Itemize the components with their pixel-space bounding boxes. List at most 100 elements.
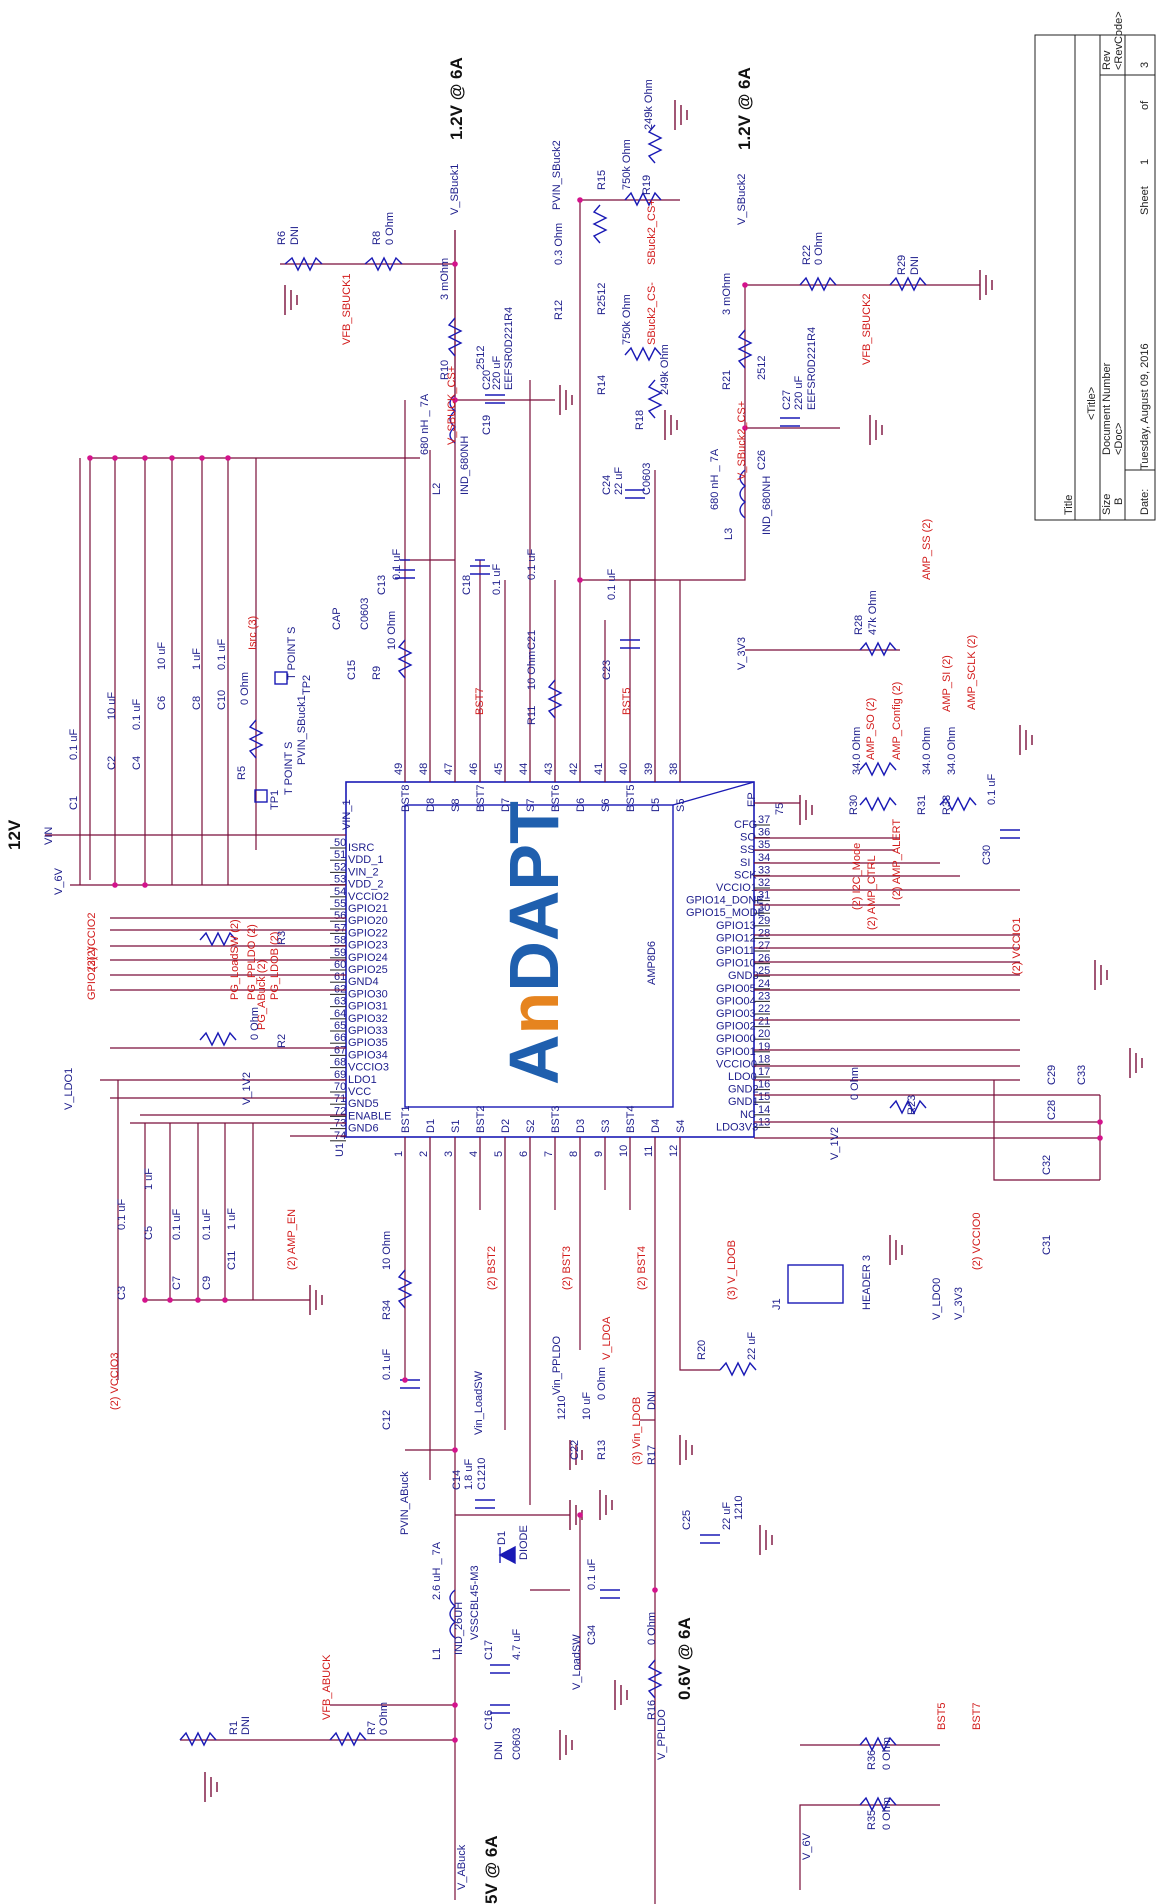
val-r9: 10 Ohm [386,611,398,650]
label-i2c-mode: (2) I2C_Mode [851,843,863,910]
tb-size-label: Size [1101,494,1113,515]
label-vin: VIN [43,827,55,845]
val-c20: 220 uF [491,355,503,390]
ic-pin-name: GPIO11 [716,945,755,957]
val-r5: 0 Ohm [239,672,251,705]
ic-pin-number: 47 [443,763,455,775]
ref-r16: R16 [646,1700,658,1720]
ref-c23: C23 [601,660,613,680]
ref-tp2: TP2 [301,675,313,695]
ic-pin-name: GPIO34 [348,1049,388,1061]
val-l1: 2.6 uH _ 7A [431,1541,443,1600]
ic-pin-number: 8 [568,1151,580,1157]
ref-r36: R36 [866,1750,878,1770]
part-c16: C0603 [511,1728,523,1760]
label-v-ldo1: V_LDO1 [63,1068,75,1110]
ref-c4: C4 [131,756,143,770]
ref-c3: C3 [116,1286,128,1300]
ref-l2: L2 [431,483,443,495]
junction-dots [87,197,1103,1743]
ic-part-number: AMP8D6 [646,941,658,985]
label-v-ldoa: V_LDOA [601,1316,613,1360]
ic-pin-name: VDD_1 [348,854,383,866]
ic-pin-number: 20 [758,1028,770,1040]
ic-pin-number: 39 [643,763,655,775]
ref-c2: C2 [106,756,118,770]
ic-pin-name: S1 [450,1120,462,1133]
val-r7: 0 Ohm [378,1702,390,1735]
ref-r8: R8 [371,231,383,245]
ic-vin1-label: VIN_1 [341,799,353,830]
ref-c30: C30 [981,845,993,865]
val-c11: 1 uF [226,1208,238,1230]
label-v-1v2-left: V_1V2 [241,1072,253,1105]
ref-r33: R33 [941,795,953,815]
ic-pin-number: 29 [758,915,770,927]
ic-pin-number: 16 [758,1079,770,1091]
ic-pin-number: 45 [493,763,505,775]
ic-pin-name: GPIO20 [348,915,388,927]
label-sbuck2-cs-minus: SBuck2_CS- [646,282,658,345]
ref-c33: C33 [1076,1065,1088,1085]
label-v-sbuck2: V_SBuck2 [736,174,748,225]
ref-c5: C5 [143,1226,155,1240]
val-c21: 0.1 uF [526,549,538,580]
sbuck2-spec: 1.2V @ 6A [735,67,754,150]
val-c24: 22 uF [613,467,625,495]
part-r12: R2512 [596,283,608,315]
ic-pin-name: LDO3V3 [716,1121,758,1133]
ref-c26: C26 [756,450,768,470]
val-c34: 0.1 uF [586,1559,598,1590]
ref-r34: R34 [381,1300,393,1320]
ic-pin-number: 11 [643,1146,655,1157]
ic-pin-name: GPIO00 [716,1033,756,1045]
ic-pin-name: GPIO22 [348,927,388,939]
ref-c21: C21 [526,630,538,650]
label-pg-loadsw: PG_LoadSW (2) [229,919,241,1000]
val-c3: 0.1 uF [116,1199,128,1230]
ic-pin-name: BST2 [475,1105,487,1133]
label-pg-ldob: PG_LDOB (2) [269,932,281,1000]
label-v-1v2-right: V_1V2 [829,1127,841,1160]
tb-rev-label: Rev [1101,50,1113,70]
ic-pin-name: GND4 [348,976,379,988]
ic-pin-number: 48 [418,763,430,775]
val-r28: 47k Ohm [867,590,879,635]
tb-of-label: of [1139,100,1151,110]
ic-pin-number: 27 [758,940,770,952]
ic-pin-number: 68 [334,1057,346,1069]
label-amp-so: AMP_SO (2) [865,698,877,760]
part-c14: C1210 [476,1458,488,1490]
ic-pin-name: GPIO14_DONE [686,895,764,907]
ic-pin-number: 65 [334,1020,346,1032]
ic-pin-number: 37 [758,814,770,826]
ic-pin-number: 40 [618,763,630,775]
part-c27: EEFSR0D221R4 [806,327,818,410]
ic-pin-number: 1 [393,1151,405,1157]
label-bst7-b: BST7 [971,1702,983,1730]
ic-pin-number: 58 [334,935,346,947]
ic-pin-name: GPIO21 [348,903,388,915]
ic-pin-number: 50 [334,837,346,849]
label-bst2: (2) BST2 [486,1246,498,1290]
label-amp-alert: (2) AMP_ALERT [891,819,903,900]
ref-r18: R18 [634,410,646,430]
ic-pin-name: D6 [575,798,587,812]
val-c9: 0.1 uF [201,1209,213,1240]
part-c25: 1210 [733,1496,745,1520]
val-c6: 10 uF [156,642,168,670]
ic-pin-name: ISRC [348,842,374,854]
label-pg-ppldo: PG_PPLDO (2) [246,924,258,1000]
ref-d1: D1 [496,1531,508,1545]
ref-c20: C20 [481,370,493,390]
tb-title-label: Title [1063,495,1075,515]
label-pvin-abuck: PVIN_ABuck [399,1471,411,1535]
label-v-loadsw: V_LoadSW [571,1634,583,1690]
ic-pin-number: 53 [334,874,346,886]
ic-pin-number: 12 [668,1145,680,1157]
ref-r6: R6 [276,231,288,245]
ref-c31: C31 [1041,1235,1053,1255]
ic-pin-number: 71 [334,1093,346,1105]
ic-pin-number: 34 [758,852,770,864]
tb-date-value: Tuesday, August 09, 2016 [1139,343,1151,470]
